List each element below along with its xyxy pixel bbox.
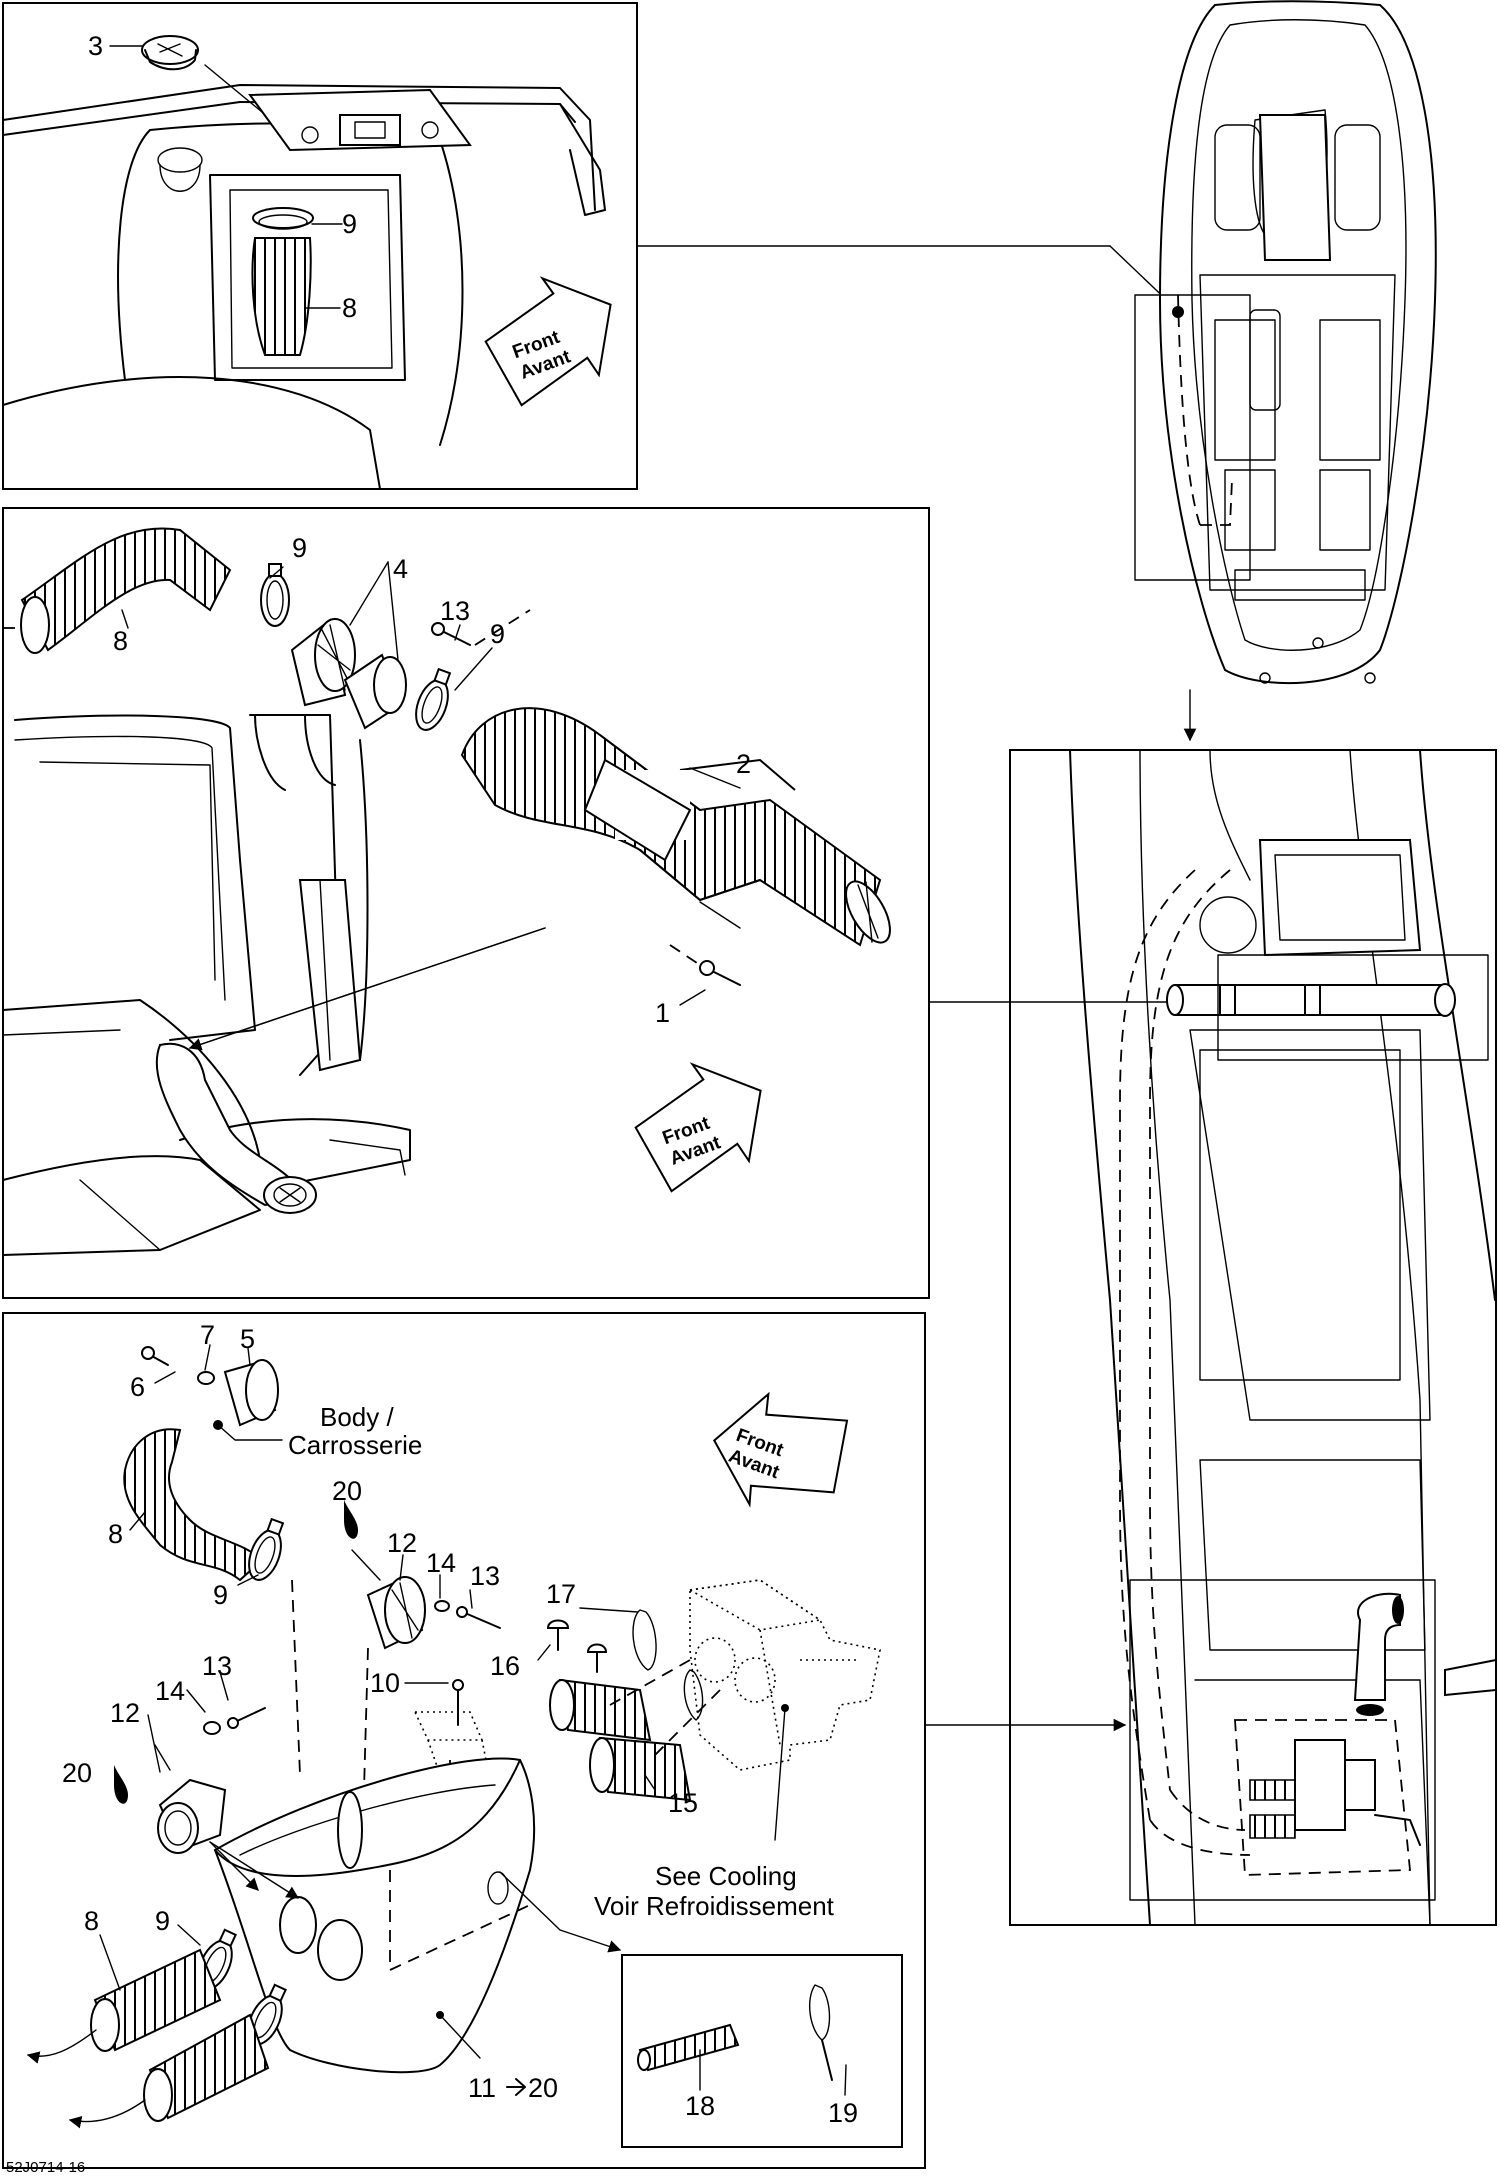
- callout-11: 11: [468, 2073, 496, 2103]
- callout-9-a: 9: [213, 1580, 228, 1610]
- panel-2-frame: [2, 507, 930, 1299]
- callout-4: 4: [393, 554, 408, 584]
- callout-16: 16: [490, 1651, 520, 1681]
- inset-frame: [621, 1954, 903, 2148]
- panel-4-frame: [1009, 749, 1497, 1926]
- panel-vent-box-detail: 7 5 6 8 9 20 12 14 13 17 16 10 14 13 12 …: [2, 1312, 1127, 2169]
- callout-9-a: 9: [292, 533, 307, 563]
- callout-3: 3: [88, 31, 103, 61]
- clamp-lower: [408, 665, 459, 736]
- vent-grille: [290, 618, 356, 707]
- callout-13: 13: [440, 596, 470, 626]
- vent-box: [213, 1757, 536, 2074]
- callout-8-a: 8: [108, 1519, 123, 1549]
- callout-6: 6: [130, 1372, 145, 1402]
- callout-2: 2: [736, 749, 751, 779]
- body-note-line2: Carrosserie: [288, 1430, 422, 1460]
- panel-1-frame: [2, 2, 638, 490]
- cooling-note-line1: See Cooling: [655, 1861, 797, 1891]
- callout-7: 7: [200, 1320, 215, 1350]
- sealant-drop-icon: [344, 1500, 358, 1539]
- drawing-reference: 52J0714-16: [6, 2159, 85, 2176]
- callout-8: 8: [113, 626, 128, 656]
- callout-14-a: 14: [426, 1548, 456, 1578]
- sleeve: [638, 2023, 740, 2072]
- callout-20-a: 20: [332, 1476, 362, 1506]
- panel-top-vent-detail: Front Avant 3 9 8: [2, 2, 1176, 490]
- callout-19: 19: [828, 2098, 858, 2128]
- callout-20-b: 20: [62, 1758, 92, 1788]
- vent-fitting-upper: [366, 1576, 426, 1650]
- callout-1: 1: [655, 998, 670, 1028]
- callout-5: 5: [240, 1324, 255, 1354]
- clamp: [252, 207, 314, 229]
- lower-elbow: [1353, 1592, 1401, 1701]
- cooling-note-line2: Voir Refroidissement: [594, 1891, 835, 1921]
- cable-tie: [809, 1984, 831, 2041]
- callout-11-range-end: 20: [528, 2073, 558, 2103]
- callout-17: 17: [546, 1579, 576, 1609]
- callout-13-a: 13: [470, 1561, 500, 1591]
- callout-9-b: 9: [490, 619, 505, 649]
- panel-rear-vent-detail: Front Avant 9 4 13 9 8 2 1: [2, 507, 1222, 1299]
- sealant-drop-icon-2: [114, 1765, 128, 1804]
- callout-12-b: 12: [110, 1698, 140, 1728]
- callout-15: 15: [668, 1788, 698, 1818]
- ventilation-hose-left: [20, 527, 232, 652]
- cooling-module: [687, 1579, 881, 1771]
- callout-9: 9: [342, 209, 357, 239]
- front-direction-arrow-2: Front Avant: [621, 1044, 784, 1197]
- callout-8: 8: [342, 293, 357, 323]
- boat-top-view: [1134, 0, 1437, 742]
- panel-3-frame: [2, 1312, 926, 2169]
- body-note-line1: Body /: [320, 1402, 394, 1432]
- front-direction-arrow: Front Avant: [471, 258, 634, 411]
- callout-8-b: 8: [84, 1906, 99, 1936]
- range-arrow-icon: [506, 2078, 526, 2096]
- panel-hull-section: [1009, 749, 1497, 1926]
- callout-12-a: 12: [387, 1528, 417, 1558]
- callout-14-b: 14: [155, 1676, 185, 1706]
- vent-adapter: [343, 653, 407, 730]
- ventilation-hose: [251, 237, 312, 356]
- curled-hose: [123, 1428, 264, 1582]
- callout-10: 10: [370, 1668, 400, 1698]
- callout-13-b: 13: [202, 1651, 232, 1681]
- vent-fitting-lower: [157, 1778, 227, 1854]
- callout-18: 18: [685, 2091, 715, 2121]
- callout-9-b: 9: [155, 1906, 170, 1936]
